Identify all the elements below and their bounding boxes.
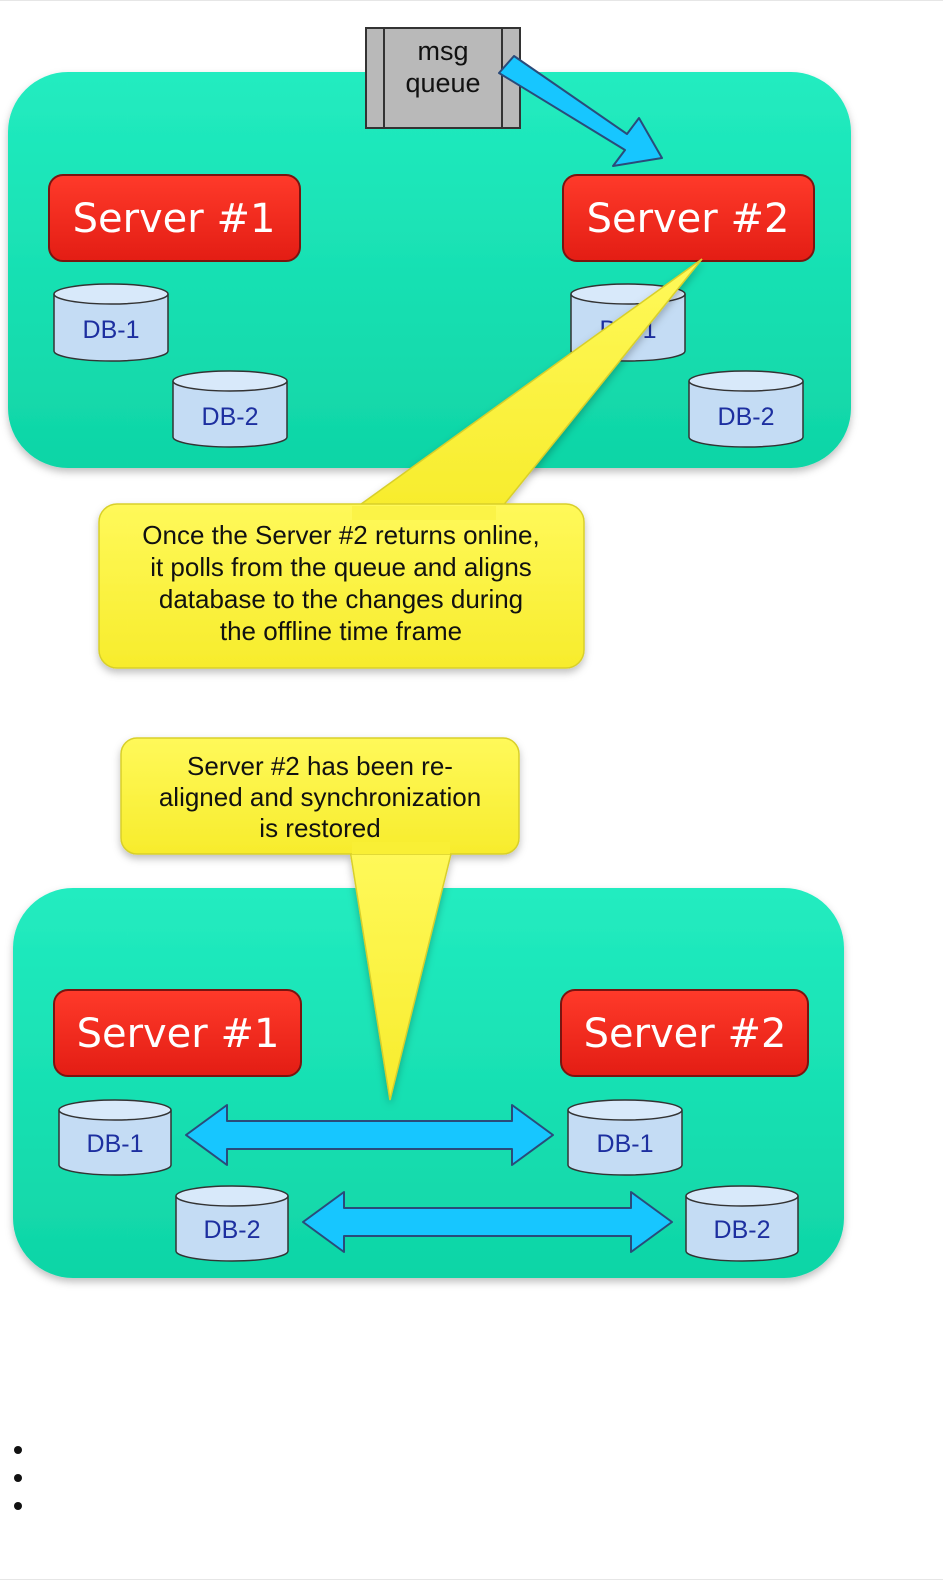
db-label: DB-2 bbox=[714, 1216, 771, 1244]
bottom-server-2: Server #2 bbox=[560, 989, 809, 1077]
db-label: DB-1 bbox=[597, 1130, 654, 1158]
bottom-server-1: Server #1 bbox=[53, 989, 302, 1077]
db-label: DB-1 bbox=[87, 1130, 144, 1158]
callout-line: database to the changes during bbox=[159, 584, 523, 614]
db-label: DB-1 bbox=[83, 316, 140, 344]
top-server-1-db1: DB-1 bbox=[53, 283, 169, 362]
bottom-server-1-label: Server #1 bbox=[77, 1011, 280, 1057]
bottom-cluster-diagram: Server #1 Server #2 DB-1 DB-2 DB-1 DB-2 bbox=[13, 737, 844, 1278]
list-item bbox=[14, 1493, 34, 1521]
db-label: DB-2 bbox=[204, 1216, 261, 1244]
bottom-cluster-box bbox=[13, 888, 844, 1278]
sync-arrow-db2 bbox=[302, 1191, 673, 1253]
db-label: DB-2 bbox=[718, 403, 775, 431]
queue-label-line1: msg bbox=[417, 36, 468, 66]
top-border bbox=[0, 0, 943, 1]
bottom-server-2-db1: DB-1 bbox=[567, 1099, 683, 1176]
top-server-2: Server #2 bbox=[562, 174, 815, 262]
msg-queue: msg queue bbox=[365, 27, 521, 129]
top-cluster-diagram: msg queue Server #1 Server #2 DB-1 DB-2 bbox=[8, 27, 851, 669]
callout-line: Server #2 has been re- bbox=[187, 751, 453, 781]
bottom-server-1-db2: DB-2 bbox=[175, 1185, 289, 1262]
bottom-server-2-label: Server #2 bbox=[584, 1011, 787, 1057]
empty-bullet-list bbox=[14, 1437, 34, 1521]
top-server-1: Server #1 bbox=[48, 174, 301, 262]
callout-line: is restored bbox=[259, 813, 380, 843]
top-callout bbox=[98, 258, 703, 669]
callout-line: it polls from the queue and aligns bbox=[150, 552, 532, 582]
top-server-1-db2: DB-2 bbox=[172, 370, 288, 448]
top-cluster-box bbox=[8, 72, 851, 468]
callout-line: Once the Server #2 returns online, bbox=[142, 520, 539, 550]
db-label: DB-2 bbox=[202, 403, 259, 431]
top-server-1-label: Server #1 bbox=[73, 196, 276, 242]
top-server-2-label: Server #2 bbox=[587, 196, 790, 242]
sync-arrow-db1 bbox=[185, 1104, 554, 1166]
top-callout-text: Once the Server #2 returns online, it po… bbox=[142, 520, 539, 646]
queue-to-server-arrow bbox=[498, 55, 663, 167]
bottom-server-1-db1: DB-1 bbox=[58, 1099, 172, 1176]
bottom-server-2-db2: DB-2 bbox=[685, 1185, 799, 1262]
callout-line: aligned and synchronization bbox=[159, 782, 481, 812]
bottom-callout bbox=[120, 737, 520, 1101]
bottom-callout-text: Server #2 has been re- aligned and synch… bbox=[159, 751, 481, 843]
top-server-2-db2: DB-2 bbox=[688, 370, 804, 448]
callout-line: the offline time frame bbox=[220, 616, 462, 646]
list-item bbox=[14, 1465, 34, 1493]
queue-label-line2: queue bbox=[405, 68, 480, 98]
list-item bbox=[14, 1437, 34, 1465]
